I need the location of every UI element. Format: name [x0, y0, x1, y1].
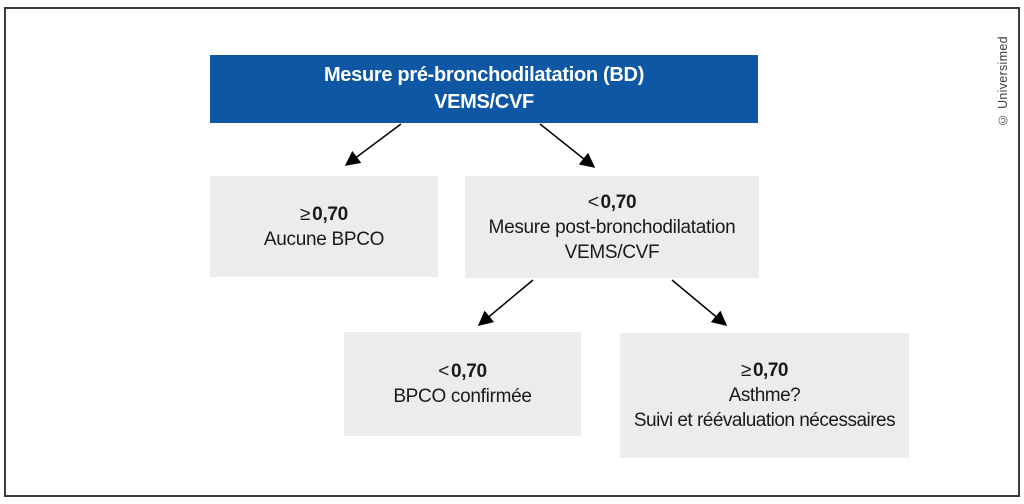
node-label: Aucune BPCO: [263, 228, 385, 250]
threshold-number: 0,70: [752, 360, 788, 381]
arrow-postbd-to-asthma: [671, 279, 728, 326]
threshold-number: 0,70: [600, 191, 637, 213]
node-pre-bronchodilatation: Mesure pré-bronchodilatation (BD) VEMS/C…: [210, 55, 758, 123]
threshold-number: 0,70: [312, 203, 348, 225]
threshold-sign: ≥: [741, 360, 751, 381]
threshold-value: <0,70: [588, 190, 637, 215]
node-label: Asthme?: [728, 385, 801, 406]
threshold-sign: <: [587, 191, 599, 213]
node-copd-confirmed: <0,70 BPCO confirmée: [344, 332, 581, 436]
threshold-value: <0,70: [438, 359, 487, 384]
threshold-sign: ≥: [300, 203, 311, 225]
threshold-value: ≥0,70: [741, 358, 788, 383]
node-label: Mesure post-bronchodilatation: [488, 216, 736, 238]
node-label: BPCO confirmée: [393, 386, 532, 407]
node-post-bronchodilatation: <0,70 Mesure post-bronchodilatation VEMS…: [465, 176, 759, 278]
arrow-prebd-to-nocopd: [344, 123, 402, 166]
node-title-line: VEMS/CVF: [434, 91, 534, 113]
arrow-postbd-to-copdconfirmed: [477, 279, 534, 326]
node-title-line: Mesure pré-bronchodilatation (BD): [323, 64, 645, 86]
arrow-prebd-to-postbd: [539, 123, 596, 168]
copyright-watermark: © Universimed: [996, 36, 1010, 128]
node-no-copd: ≥0,70 Aucune BPCO: [210, 176, 438, 277]
node-label: Suivi et réévaluation nécessaires: [633, 410, 896, 431]
threshold-number: 0,70: [451, 361, 487, 382]
node-label: VEMS/CVF: [564, 241, 660, 263]
node-asthma-followup: ≥0,70 Asthme? Suivi et réévaluation néce…: [620, 333, 909, 458]
threshold-value: ≥0,70: [300, 202, 348, 227]
threshold-sign: <: [438, 361, 449, 382]
